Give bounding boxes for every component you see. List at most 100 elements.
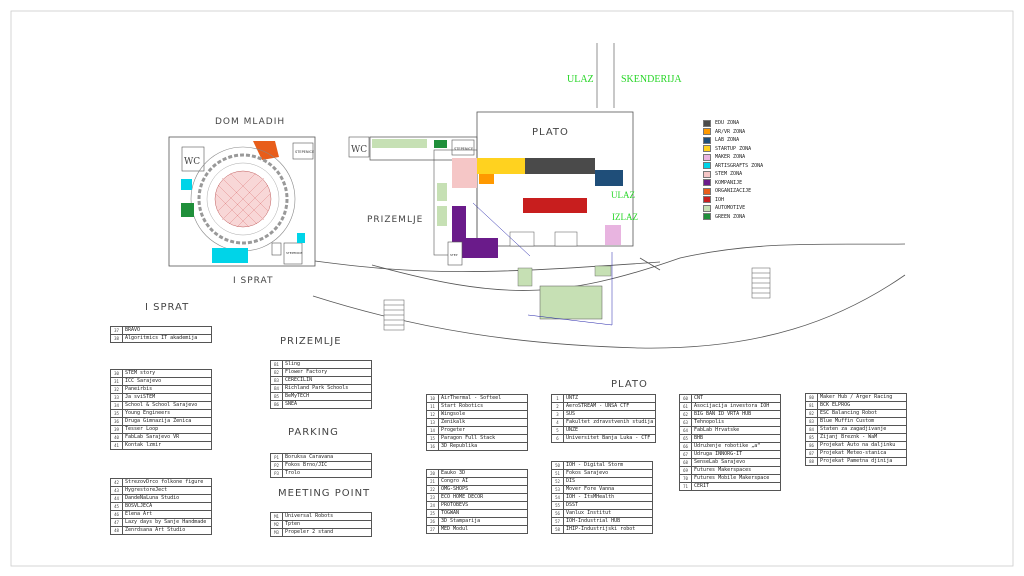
legend-swatch: [703, 145, 711, 153]
bridge-left: [383, 299, 405, 331]
exhibitor-name: Sling: [282, 360, 372, 369]
booth-number: P1: [270, 453, 283, 462]
exhibitor-name: IOH - ItsMHealth: [563, 493, 653, 502]
booth-number: 65: [679, 434, 692, 443]
exhibitor-name: Tpten: [282, 520, 372, 529]
exhibitor-name: ECO HOME DECOR: [438, 493, 528, 502]
exhibitor-name: CNT: [691, 394, 781, 403]
exhibitor-name: Propeler 2 stand: [282, 528, 372, 537]
svg-text:STEP: STEP: [450, 253, 458, 257]
exhibitor-name: Ja sviSTEM: [122, 393, 212, 402]
section-meeting-point: MEETING POINT: [278, 488, 371, 499]
exhibitor-name: Wingsole: [438, 410, 528, 419]
parking-area: [539, 285, 603, 320]
legend-item: LAB ZONA: [703, 136, 763, 145]
road-lines: [312, 243, 906, 349]
plato-lab-zone: [595, 170, 623, 186]
exhibitor-name: Progeter: [438, 426, 528, 435]
section-parking: PARKING: [288, 427, 339, 438]
booth-number: 53: [551, 485, 564, 494]
booth-number: 54: [551, 493, 564, 502]
exhibitor-name: Boruksa Caravana: [282, 453, 372, 462]
booth-number: 58: [551, 525, 564, 534]
booth-number: 21: [426, 477, 439, 486]
booth-number: 85: [805, 433, 818, 442]
exhibitor-name: FabLab Hrvatske: [691, 426, 781, 435]
booth-number: 33: [110, 393, 123, 402]
exhibitor-name: 3D Republika: [438, 442, 528, 451]
exhibitor-name: Staten za zagadjivanje: [817, 425, 907, 434]
exhibitor-name: Zijanj Breznk - WaM: [817, 433, 907, 442]
ulaz-label: ULAZ: [567, 74, 594, 85]
exhibitor-name: SNEA: [282, 400, 372, 409]
booth-number: 34: [110, 401, 123, 410]
booth-number: 46: [110, 510, 123, 519]
legend-label: AR/VR ZONA: [715, 128, 746, 135]
exhibitor-name: AeroSTREAM - UNSA CTF: [562, 402, 657, 411]
booth-number: M2: [270, 520, 283, 529]
legend-label: IOH: [715, 196, 725, 203]
legend-item: ORGANIZACIJE: [703, 187, 763, 196]
exhibitor-name: BCK ELPROG: [817, 401, 907, 410]
booth-number: 27: [426, 525, 439, 534]
plato-ioh-zone: [523, 198, 587, 213]
dom-artisgrafts-zone-left: [181, 179, 192, 190]
exhibitor-name: BOSVLJEČA: [122, 502, 212, 511]
dom-lift: [271, 242, 282, 256]
exhibitor-name: Lazy days by Sanje Handmade: [122, 518, 212, 527]
prizemlje-stepenice: [447, 241, 463, 266]
plato-edu-zone: [525, 158, 595, 174]
booth-number: 38: [110, 334, 123, 343]
booth-number: 30: [110, 369, 123, 378]
booth-number: 64: [679, 426, 692, 435]
plato-kompanije-zone: [452, 206, 498, 258]
legend-item: IOH: [703, 196, 763, 205]
booth-number: 61: [679, 402, 692, 411]
dom-wc: [181, 146, 205, 172]
booth-number: B5: [270, 392, 283, 401]
booth-number: 87: [805, 449, 818, 458]
booth-number: M1: [270, 512, 283, 521]
legend-item: STARTUP ZONA: [703, 145, 763, 154]
exhibitor-name: BeMyTECH: [282, 392, 372, 401]
exhibitor-name: Paneirbis: [122, 385, 212, 394]
exhibitor-name: SUS: [562, 410, 657, 419]
exhibitor-name: Blue Muffin Custom: [817, 417, 907, 426]
booth-number: B6: [270, 400, 283, 409]
exhibitor-name: Elena Art: [122, 510, 212, 519]
legend-swatch: [703, 162, 711, 170]
booth-number: 44: [110, 494, 123, 503]
exhibitor-name: Universitet Banja Luka - CTF: [562, 434, 657, 443]
booth-number: 56: [551, 509, 564, 518]
exhibitor-name: Paragon Full Stack: [438, 434, 528, 443]
booth-number: 45: [110, 502, 123, 511]
exhibitor-name: CERIT: [691, 482, 781, 491]
plato-stepenice: [451, 139, 475, 156]
legend-label: MAKER ZONA: [715, 154, 746, 161]
